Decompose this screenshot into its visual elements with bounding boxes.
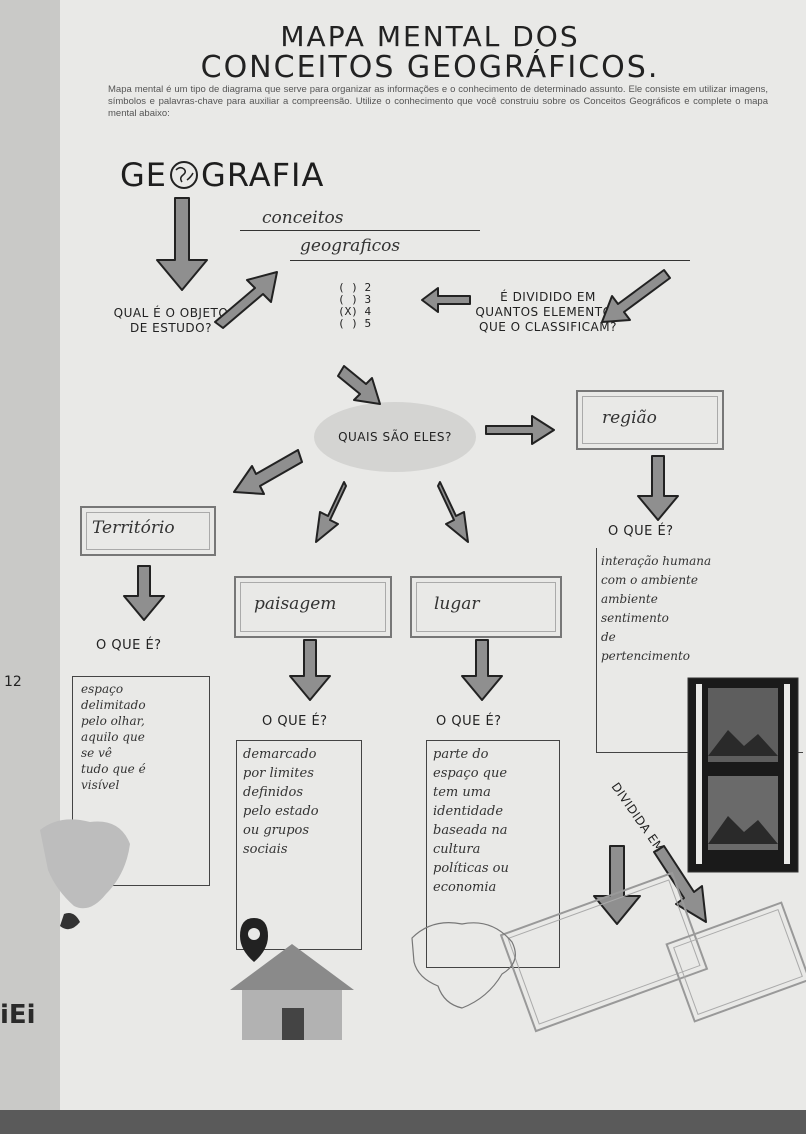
box-territorio: Território xyxy=(80,506,216,556)
globe-icon xyxy=(167,160,201,190)
option-4[interactable]: (X) 4 xyxy=(338,306,371,318)
answer-box-lugar: parte do espaço que tem uma identidade b… xyxy=(426,740,560,968)
arrow-diagonal-icon xyxy=(315,481,347,543)
option-mark: ( ) xyxy=(338,293,358,306)
film-strip-icon xyxy=(687,677,799,873)
answer-line: ou grupos xyxy=(243,823,310,838)
title-line-2: CONCEITOS GEOGRÁFICOS. xyxy=(200,50,660,85)
answer-lugar: parte do espaço que tem uma identidade b… xyxy=(433,745,509,897)
what-is-lugar: O QUE É? xyxy=(436,714,502,729)
option-list: ( ) 2 ( ) 3 (X) 4 ( ) 5 xyxy=(338,282,371,330)
answer-line: pelo estado xyxy=(243,804,319,819)
answer-regiao: interação humana com o ambiente ambiente… xyxy=(601,552,711,666)
arrow-right-icon xyxy=(485,415,555,445)
answer-line: identidade xyxy=(433,804,504,819)
answer-line: com o ambiente xyxy=(601,573,698,587)
option-5[interactable]: ( ) 5 xyxy=(338,318,371,330)
option-number: 2 xyxy=(364,281,372,294)
arrow-down-icon xyxy=(593,845,641,925)
logo-mark: iEi xyxy=(0,1000,36,1030)
answer-line: tudo que é xyxy=(81,762,146,776)
brazil-map-icon xyxy=(411,922,516,1009)
box-regiao: região xyxy=(576,390,724,450)
map-silhouette-icon xyxy=(40,819,130,930)
house-icon xyxy=(230,918,354,1040)
answer-line-1 xyxy=(240,230,480,231)
answer-line: parte do xyxy=(433,747,489,762)
what-is-paisagem: O QUE É? xyxy=(262,714,328,729)
answer-territorio: espaço delimitado pelo olhar, aquilo que… xyxy=(81,681,146,793)
table-surface xyxy=(0,1110,806,1134)
answer-line: tem uma xyxy=(433,785,491,800)
object-question: QUAL É O OBJETO DE ESTUDO? xyxy=(113,306,229,335)
concept-territorio: Território xyxy=(92,518,175,538)
answer-line: baseada na xyxy=(433,823,508,838)
arrow-down-icon xyxy=(123,565,165,621)
answer-line: sentimento xyxy=(601,611,669,625)
option-number: 5 xyxy=(364,317,372,330)
answer-line-2 xyxy=(290,260,690,261)
answer-line: economia xyxy=(433,880,497,895)
answer-line: políticas ou xyxy=(433,861,509,876)
answer-line: interação humana xyxy=(601,554,712,568)
arrow-down-icon xyxy=(289,639,331,701)
arrow-diagonal-icon xyxy=(337,365,381,405)
option-2[interactable]: ( ) 2 xyxy=(338,282,371,294)
concept-paisagem: paisagem xyxy=(254,594,337,614)
arrow-diagonal-icon xyxy=(653,845,707,923)
geografia-word: GE GRAFIA xyxy=(120,156,324,194)
what-is-regiao: O QUE É? xyxy=(608,524,674,539)
answer-line: espaço que xyxy=(433,766,508,781)
answer-line: demarcado xyxy=(243,747,317,762)
arrow-diagonal-icon xyxy=(214,271,278,329)
arrow-diagonal-icon xyxy=(601,269,671,323)
option-number: 4 xyxy=(364,305,372,318)
quais-sao-eles-ellipse xyxy=(314,402,476,472)
arrow-diagonal-icon xyxy=(233,449,303,495)
handwritten-conceitos: conceitos xyxy=(262,208,344,228)
geo-suffix: GRAFIA xyxy=(201,156,325,194)
arrow-diagonal-icon xyxy=(437,481,469,543)
option-number: 3 xyxy=(364,293,372,306)
ellipse-text: QUAIS SÃO ELES? xyxy=(338,430,452,444)
option-3[interactable]: ( ) 3 xyxy=(338,294,371,306)
answer-line: se vê xyxy=(81,746,112,760)
answer-line: sociais xyxy=(243,842,288,857)
arrow-left-icon xyxy=(421,287,471,313)
answer-line: espaço xyxy=(81,682,124,696)
intro-paragraph: Mapa mental é um tipo de diagrama que se… xyxy=(108,84,768,119)
answer-line: definidos xyxy=(243,785,304,800)
answer-line: de xyxy=(601,630,616,644)
answer-box-territorio: espaço delimitado pelo olhar, aquilo que… xyxy=(72,676,210,886)
option-mark: ( ) xyxy=(338,281,358,294)
handwritten-geograficos: geograficos xyxy=(300,236,401,256)
margin-number: 12 xyxy=(4,674,22,690)
arrow-down-icon xyxy=(637,455,679,521)
answer-line: pelo olhar, xyxy=(81,714,145,728)
concept-regiao: região xyxy=(602,408,657,428)
arrow-down-icon xyxy=(156,197,208,291)
answer-paisagem: demarcado por limites definidos pelo est… xyxy=(243,745,319,859)
answer-line: pertencimento xyxy=(601,649,690,663)
box-paisagem: paisagem xyxy=(234,576,392,638)
what-is-territorio: O QUE É? xyxy=(96,638,162,653)
answer-line: cultura xyxy=(433,842,481,857)
arrow-down-icon xyxy=(461,639,503,701)
answer-line: por limites xyxy=(243,766,314,781)
answer-line: delimitado xyxy=(81,698,146,712)
option-mark: (X) xyxy=(338,305,358,318)
option-mark: ( ) xyxy=(338,317,358,330)
answer-line: aquilo que xyxy=(81,730,145,744)
divided-question: É DIVIDIDO EM QUANTOS ELEMENTOS QUE O CL… xyxy=(475,290,621,334)
worksheet-page xyxy=(60,0,806,1134)
geo-prefix: GE xyxy=(120,156,168,194)
concept-lugar: lugar xyxy=(434,594,480,614)
answer-line: ambiente xyxy=(601,592,658,606)
box-lugar: lugar xyxy=(410,576,562,638)
title-line-1: MAPA MENTAL DOS xyxy=(280,20,580,53)
answer-line: visível xyxy=(81,778,120,792)
answer-box-paisagem: demarcado por limites definidos pelo est… xyxy=(236,740,362,950)
